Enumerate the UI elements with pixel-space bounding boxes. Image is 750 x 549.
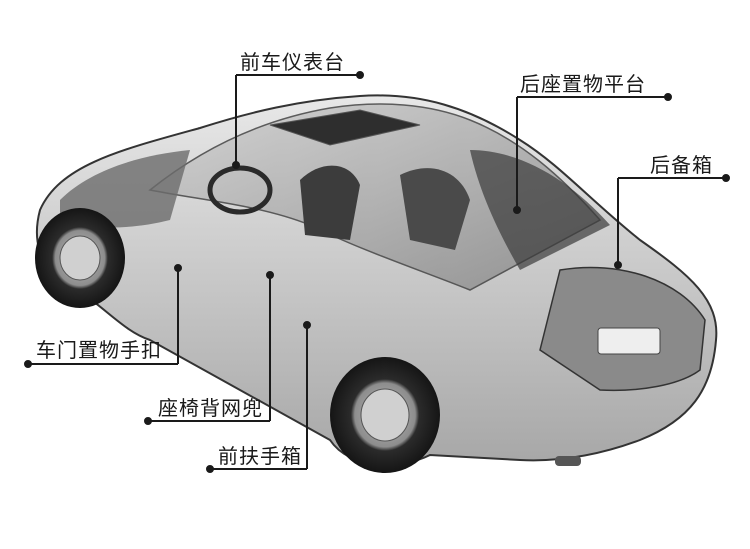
car-license-plate: [598, 328, 660, 354]
label-front-dashboard: 前车仪表台: [240, 46, 345, 75]
label-rear-parcel-shelf: 后座置物平台: [520, 68, 646, 97]
front-wheel: [35, 208, 125, 308]
car-exhaust: [555, 456, 581, 466]
label-trunk: 后备箱: [650, 149, 713, 178]
car-seat-front: [300, 166, 360, 240]
label-door-storage-handle: 车门置物手扣: [36, 334, 162, 363]
label-front-armrest-box: 前扶手箱: [218, 440, 302, 469]
label-seatback-net-pocket: 座椅背网兜: [158, 392, 263, 421]
rear-wheel: [330, 357, 440, 473]
